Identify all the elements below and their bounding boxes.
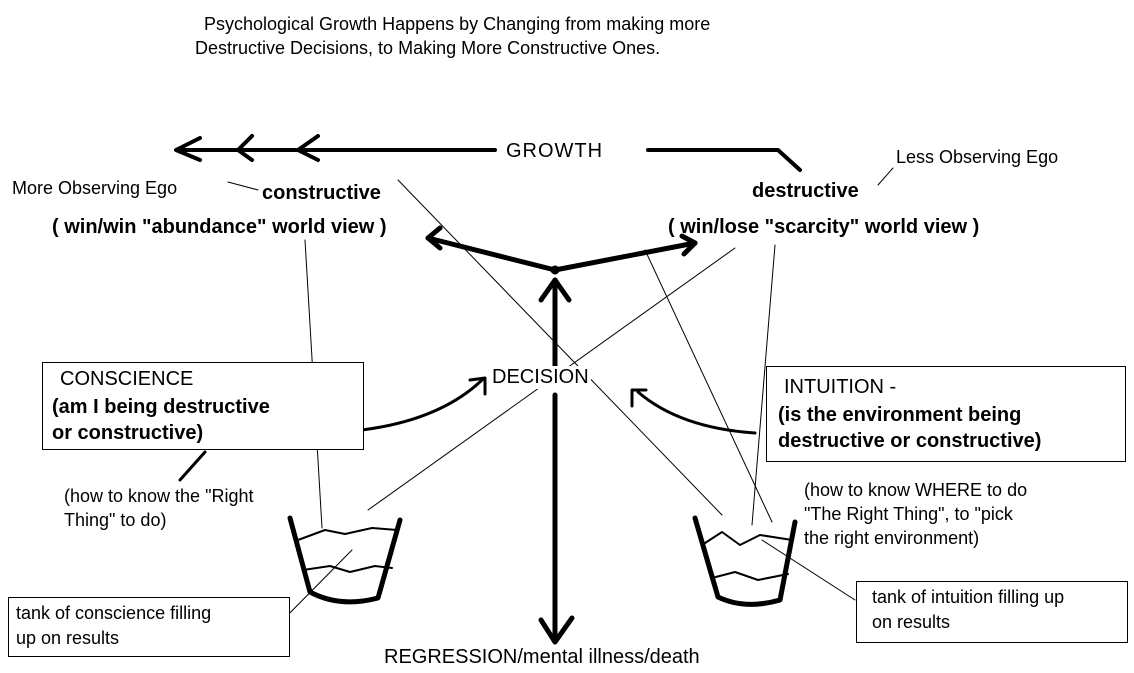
conscience-title: CONSCIENCE	[60, 368, 194, 390]
intuition-cross-line	[644, 249, 773, 523]
regression-arrowhead	[538, 615, 575, 645]
constructive-to-intuition-tank-line	[397, 179, 723, 516]
conscience-question-line-2: or constructive)	[52, 422, 204, 444]
tank-label-pointer-right	[761, 539, 856, 601]
decision-fork-right-arrow	[552, 240, 698, 273]
intuition-note-line-1: (how to know WHERE to do	[804, 480, 1028, 500]
conscience-tank-label-line-1: tank of conscience filling	[16, 603, 212, 623]
growth-arrowhead-2	[236, 134, 254, 162]
diagram-title-line-2: Destructive Decisions, to Making More Co…	[195, 38, 661, 58]
intuition-tank-level-1	[701, 531, 793, 546]
decision-up-head	[538, 277, 572, 303]
intuition-tank	[692, 515, 798, 607]
more-ego-leader	[227, 181, 259, 191]
diagram-title-line-1: Psychological Growth Happens by Changing…	[204, 14, 711, 34]
intuition-question-line-2: destructive or constructive)	[778, 430, 1042, 452]
less-observing-ego-label: Less Observing Ego	[896, 147, 1059, 167]
conscience-tank-label-box	[8, 597, 290, 657]
growth-arrow	[176, 148, 802, 172]
more-observing-ego-label: More Observing Ego	[12, 178, 178, 198]
conscience-tank	[287, 515, 403, 605]
intuition-question-line-1: (is the environment being	[778, 404, 1022, 426]
intuition-tank-label-box	[856, 581, 1128, 643]
intuition-note-line-3: the right environment)	[804, 528, 980, 548]
decision-fork-right-head	[679, 233, 698, 257]
intuition-tank-level-2	[711, 571, 789, 581]
conscience-arrowhead	[468, 376, 487, 396]
growth-arrowhead-1	[174, 136, 202, 162]
conscience-box	[42, 362, 364, 450]
intuition-to-decision-arrow	[636, 390, 757, 435]
conscience-pointer	[178, 450, 207, 482]
conscience-to-decision-arrow	[360, 378, 484, 432]
destructive-label: destructive	[752, 180, 859, 202]
conscience-tank-level-1	[297, 527, 399, 541]
decision-label: DECISION	[490, 366, 591, 389]
constructive-world-view: ( win/win "abundance" world view )	[52, 216, 387, 238]
growth-arrowhead-3	[296, 134, 320, 162]
constructive-label: constructive	[262, 182, 381, 204]
growth-label: GROWTH	[502, 140, 608, 163]
intuition-box	[766, 366, 1126, 462]
decision-fork-left-head	[425, 225, 443, 251]
conscience-tank-level-2	[302, 565, 393, 573]
destructive-world-view: ( win/lose "scarcity" world view )	[668, 216, 980, 238]
intuition-note-line-2: "The Right Thing", to "pick	[804, 504, 1013, 524]
conscience-question-line-1: (am I being destructive	[52, 396, 270, 418]
conscience-note-line-1: (how to know the "Right	[64, 486, 254, 506]
conscience-tank-label-line-2: up on results	[16, 628, 120, 648]
intuition-tank-label-line-1: tank of intuition filling up	[872, 587, 1065, 607]
decision-fork-left-arrow	[425, 235, 558, 273]
intuition-title: INTUITION -	[784, 376, 897, 398]
conscience-note-line-2: Thing" to do)	[64, 510, 167, 530]
decision-node	[550, 265, 560, 275]
intuition-arrowhead	[630, 388, 648, 408]
less-ego-leader	[877, 167, 894, 186]
destructive-to-intuition-tank-line	[751, 244, 776, 526]
regression-label: REGRESSION/mental illness/death	[384, 646, 700, 668]
intuition-tank-label-line-2: on results	[872, 612, 951, 632]
